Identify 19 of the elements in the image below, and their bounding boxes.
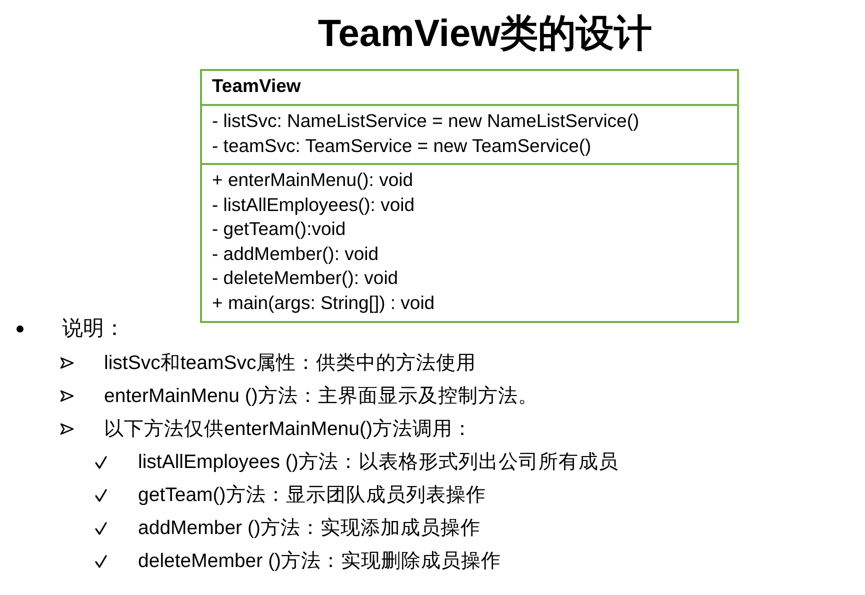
class-name: TeamView bbox=[212, 74, 301, 98]
attribute-text: - listSvc: NameListService = new NameListService() bbox=[212, 109, 640, 133]
method-text: - addMember(): void bbox=[212, 242, 379, 266]
list-item-text: 以下方法仅供enterMainMenu()方法调用： bbox=[104, 417, 472, 442]
list-item-text: getTeam()方法：显示团队成员列表操作 bbox=[138, 483, 486, 508]
section-heading: 说明： bbox=[62, 316, 125, 342]
title: TeamView类的设计 bbox=[316, 12, 654, 57]
method-text: + main(args: String[]) : void bbox=[212, 290, 435, 315]
uml-class-box bbox=[200, 69, 739, 323]
list-item-text: listAllEmployees ()方法：以表格形式列出公司所有成员 bbox=[138, 450, 618, 475]
method-text: + enterMainMenu(): void bbox=[212, 168, 414, 192]
method-text: - deleteMember(): void bbox=[212, 266, 398, 290]
list-item-text: addMember ()方法：实现添加成员操作 bbox=[138, 516, 480, 541]
list-item-text: listSvc和teamSvc属性：供类中的方法使用 bbox=[104, 351, 476, 376]
list-item-text: deleteMember ()方法：实现删除成员操作 bbox=[138, 549, 502, 574]
attribute-text: - teamSvc: TeamService = new TeamService() bbox=[212, 134, 592, 158]
list-item-text: enterMainMenu ()方法：主界面显示及控制方法。 bbox=[104, 384, 538, 409]
method-text: - listAllEmployees(): void bbox=[212, 192, 415, 217]
method-text: - getTeam():void bbox=[212, 217, 346, 241]
